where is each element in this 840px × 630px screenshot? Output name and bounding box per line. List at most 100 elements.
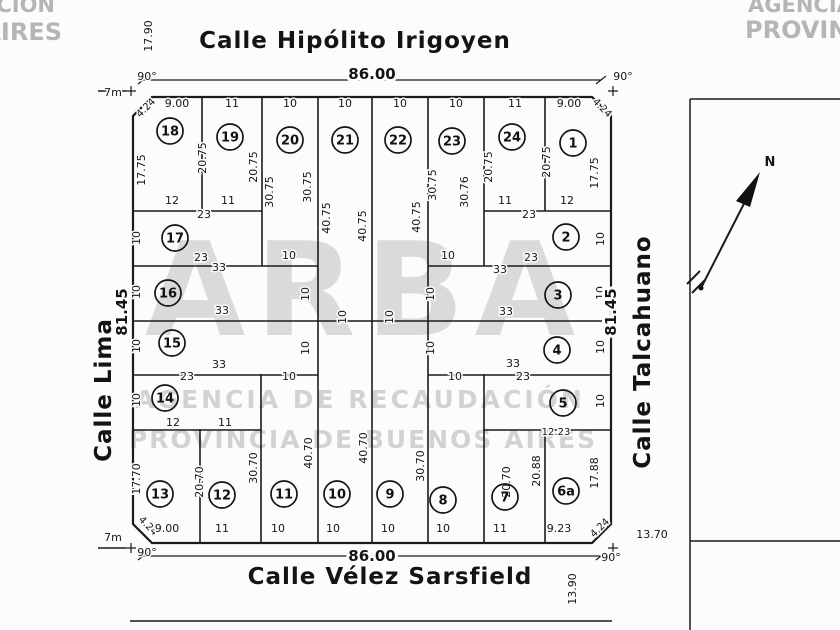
dim-label: 10 [381, 522, 395, 535]
corner-cross-marks [126, 86, 618, 553]
street-edge-lines [98, 90, 840, 630]
dim-label: 30.70 [414, 450, 427, 482]
dim-label: 9.00 [165, 97, 190, 110]
dim-label: 23 [180, 370, 194, 383]
lot-9: 9 [376, 480, 404, 508]
lot-10: 10 [323, 480, 351, 508]
dim-label: 10 [594, 340, 607, 354]
dim-label: 13.90 [566, 573, 579, 605]
dim-label: 9.23 [547, 522, 572, 535]
block-width-bottom: 86.00 [348, 547, 395, 565]
dim-label: 10 [299, 287, 312, 301]
street-name-top: Calle Hipólito Irigoyen [199, 28, 511, 54]
lot-boundary-lines [133, 97, 611, 543]
lot-number-text: 22 [389, 134, 407, 149]
lot-number-text: 3 [553, 289, 562, 304]
lot-circle [544, 281, 572, 309]
dim-label: 10 [282, 370, 296, 383]
lot-number-text: 12 [213, 489, 231, 504]
lot-circle [216, 123, 244, 151]
lot-6a: 6a [552, 477, 580, 505]
dim-label: 33 [499, 305, 513, 318]
dim-label: 10 [393, 97, 407, 110]
dim-label: 10 [436, 522, 450, 535]
dim-label: 10 [594, 394, 607, 408]
dim-label: 20.75 [482, 151, 495, 183]
dim-label: 12 [166, 416, 180, 429]
dim-label: 11 [221, 194, 235, 207]
dim-label: 4.24 [134, 96, 158, 120]
dim-label: 90° [137, 546, 157, 559]
lot-circle [552, 223, 580, 251]
lot-circle [276, 126, 304, 154]
dim-label: 20.70 [193, 466, 206, 498]
lot-number-text: 1 [568, 137, 577, 152]
dim-label: 90° [601, 551, 621, 564]
dim-label: 10 [130, 231, 143, 245]
dim-label: 9.00 [155, 522, 180, 535]
watermark-corner-tr-line2: PROVINCIA DE BUENOS AIRES [745, 16, 840, 44]
dim-label: 23 [197, 208, 211, 221]
dim-label: 9.00 [557, 97, 582, 110]
lot-8: 8 [429, 486, 457, 514]
dim-label: 40.75 [410, 201, 423, 233]
dim-label: 30.75 [426, 169, 439, 201]
dim-label: 11 [508, 97, 522, 110]
dim-label: 17.75 [135, 154, 148, 186]
dim-label: 90° [613, 70, 633, 83]
lot-number-text: 19 [221, 131, 239, 146]
lot-23: 23 [438, 127, 466, 155]
dim-label: 11 [498, 194, 512, 207]
lot-number-text: 7 [500, 491, 509, 506]
dim-label: 40.75 [320, 202, 333, 234]
dim-label: 33 [215, 304, 229, 317]
north-label: N [765, 155, 776, 170]
lot-number-text: 6a [557, 485, 575, 500]
dim-label: 12.23 [542, 427, 571, 438]
dim-label: 10 [282, 249, 296, 262]
dim-label: 10 [424, 287, 437, 301]
lot-22: 22 [384, 126, 412, 154]
north-arrow-feathers [686, 270, 706, 294]
lot-circle [429, 486, 457, 514]
lot-number-text: 16 [159, 287, 177, 302]
dim-label: 10 [383, 310, 396, 324]
lot-circle [438, 127, 466, 155]
dimension-lines [137, 75, 607, 561]
dim-label: 17.88 [588, 457, 601, 489]
lot-circle [376, 480, 404, 508]
dim-label: 10 [338, 97, 352, 110]
dim-label: 10 [594, 286, 607, 300]
lot-circle [156, 117, 184, 145]
street-name-right: Calle Talcahuano [630, 235, 656, 469]
dim-label: 20.75 [247, 151, 260, 183]
dim-label: 40.70 [357, 432, 370, 464]
lot-19: 19 [216, 123, 244, 151]
lot-circle [552, 477, 580, 505]
watermark-line1: AGENCIA DE RECAUDACIÓN [135, 384, 585, 414]
watermark-corner-tl-line1: AGENCIA DE RECAUDACIÓN [0, 0, 55, 17]
lot-circle [549, 389, 577, 417]
lot-number-text: 10 [328, 488, 346, 503]
lot-14: 14 [151, 384, 179, 412]
dim-label: 10 [130, 339, 143, 353]
lot-circle [498, 123, 526, 151]
dim-label: 10 [326, 522, 340, 535]
dim-label: 11 [215, 522, 229, 535]
lot-number-text: 14 [156, 392, 174, 407]
lot-11: 11 [270, 480, 298, 508]
lot-circle [331, 126, 359, 154]
dim-label: 40.75 [356, 210, 369, 242]
lot-number-text: 20 [281, 134, 299, 149]
dim-label: 23 [194, 251, 208, 264]
dim-label: 12 [560, 194, 574, 207]
dim-label: 33 [212, 358, 226, 371]
watermark-corner-tl-line2: PROVINCIA DE BUENOS AIRES [0, 18, 62, 46]
dim-label: 30.76 [458, 176, 471, 208]
block-depth-right: 81.45 [602, 288, 620, 335]
dim-label: 23 [524, 251, 538, 264]
lot-number-text: 15 [163, 337, 181, 352]
lot-21: 21 [331, 126, 359, 154]
